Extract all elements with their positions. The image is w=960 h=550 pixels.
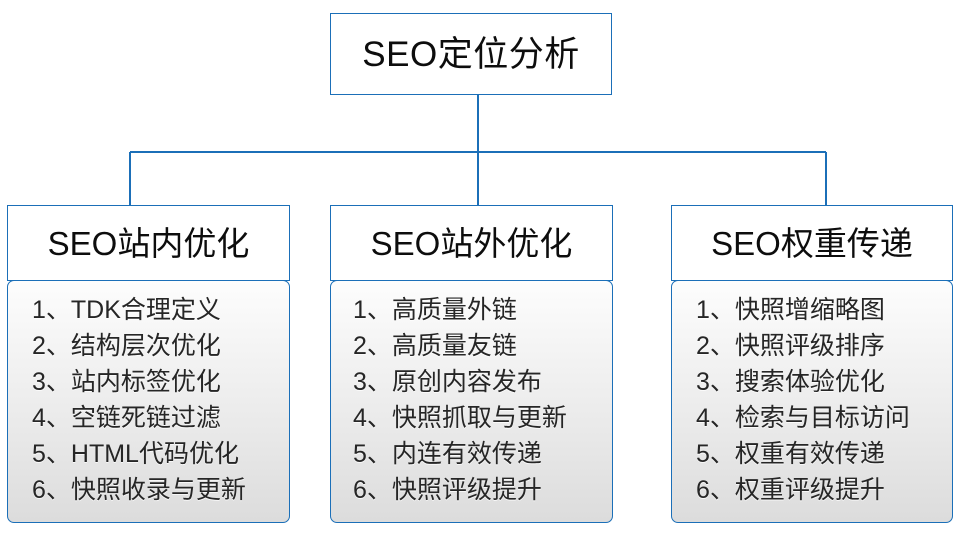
branch-header-label-3: SEO权重传递 <box>711 224 913 262</box>
list-item: 1、高质量外链 <box>353 292 517 328</box>
list-item-text: TDK合理定义 <box>70 295 221 324</box>
list-item: 1、快照增缩略图 <box>696 292 885 328</box>
list-item: 2、结构层次优化 <box>32 328 221 364</box>
list-item: 4、空链死链过滤 <box>32 400 221 436</box>
list-item: 3、搜索体验优化 <box>696 364 885 400</box>
list-item-text: 高质量外链 <box>391 295 517 324</box>
list-item-index: 2、 <box>696 331 735 360</box>
list-item-text: 站内标签优化 <box>70 367 221 396</box>
branch-list-2: 1、高质量外链 2、高质量友链 3、原创内容发布 4、快照抓取与更新 5、内连有… <box>330 279 613 523</box>
branch-column-3: SEO权重传递 1、快照增缩略图 2、快照评级排序 3、搜索体验优化 4、检索与… <box>671 205 953 523</box>
list-item-text: HTML代码优化 <box>70 439 239 468</box>
list-item-text: 搜索体验优化 <box>734 367 885 396</box>
list-item-text: 快照评级提升 <box>391 475 542 504</box>
list-item-index: 3、 <box>696 367 735 396</box>
list-item: 2、快照评级排序 <box>696 328 885 364</box>
list-item-index: 5、 <box>696 439 735 468</box>
list-item-index: 5、 <box>353 439 392 468</box>
list-item-text: 原创内容发布 <box>391 367 542 396</box>
list-item-index: 1、 <box>353 295 392 324</box>
list-item-text: 权重有效传递 <box>734 439 885 468</box>
list-item: 6、权重评级提升 <box>696 472 885 508</box>
list-item: 3、站内标签优化 <box>32 364 221 400</box>
list-item-text: 快照收录与更新 <box>70 475 246 504</box>
list-item-index: 4、 <box>696 403 735 432</box>
branch-header-label-1: SEO站内优化 <box>47 224 250 262</box>
list-item-text: 高质量友链 <box>391 331 517 360</box>
list-item-index: 5、 <box>32 439 71 468</box>
branch-header-3[interactable]: SEO权重传递 <box>671 205 953 281</box>
root-node[interactable]: SEO定位分析 <box>330 13 612 95</box>
list-item: 1、TDK合理定义 <box>32 292 221 328</box>
list-item: 2、高质量友链 <box>353 328 517 364</box>
list-item-text: 权重评级提升 <box>734 475 885 504</box>
branch-header-label-2: SEO站外优化 <box>370 224 573 262</box>
branch-header-2[interactable]: SEO站外优化 <box>330 205 613 281</box>
list-item-text: 检索与目标访问 <box>734 403 910 432</box>
list-item: 6、快照收录与更新 <box>32 472 246 508</box>
branch-list-3: 1、快照增缩略图 2、快照评级排序 3、搜索体验优化 4、检索与目标访问 5、权… <box>671 279 953 523</box>
list-item: 6、快照评级提升 <box>353 472 542 508</box>
list-item-index: 2、 <box>353 331 392 360</box>
list-item-index: 6、 <box>696 475 735 504</box>
list-item: 4、检索与目标访问 <box>696 400 910 436</box>
list-item: 3、原创内容发布 <box>353 364 542 400</box>
list-item-index: 1、 <box>32 295 71 324</box>
branch-list-1: 1、TDK合理定义 2、结构层次优化 3、站内标签优化 4、空链死链过滤 5、H… <box>7 279 290 523</box>
list-item-index: 4、 <box>32 403 71 432</box>
list-item-index: 4、 <box>353 403 392 432</box>
list-item: 4、快照抓取与更新 <box>353 400 567 436</box>
list-item-text: 内连有效传递 <box>391 439 542 468</box>
list-item-index: 6、 <box>32 475 71 504</box>
list-item-text: 快照评级排序 <box>734 331 885 360</box>
list-item: 5、权重有效传递 <box>696 436 885 472</box>
list-item-text: 快照抓取与更新 <box>391 403 567 432</box>
list-item: 5、内连有效传递 <box>353 436 542 472</box>
list-item-index: 3、 <box>353 367 392 396</box>
list-item-text: 快照增缩略图 <box>734 295 885 324</box>
list-item-index: 6、 <box>353 475 392 504</box>
list-item-text: 结构层次优化 <box>70 331 221 360</box>
list-item-index: 2、 <box>32 331 71 360</box>
list-item-index: 3、 <box>32 367 71 396</box>
list-item: 5、HTML代码优化 <box>32 436 239 472</box>
root-node-label: SEO定位分析 <box>362 34 580 74</box>
branch-column-1: SEO站内优化 1、TDK合理定义 2、结构层次优化 3、站内标签优化 4、空链… <box>7 205 290 523</box>
list-item-index: 1、 <box>696 295 735 324</box>
branch-header-1[interactable]: SEO站内优化 <box>7 205 290 281</box>
branch-column-2: SEO站外优化 1、高质量外链 2、高质量友链 3、原创内容发布 4、快照抓取与… <box>330 205 613 523</box>
list-item-text: 空链死链过滤 <box>70 403 221 432</box>
